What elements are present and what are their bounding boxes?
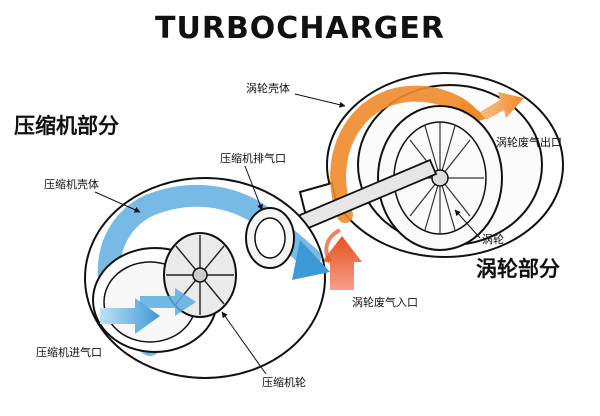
turbine-exhaust-flow bbox=[330, 85, 476, 223]
label-compressor-wheel: 压缩机轮 bbox=[262, 375, 306, 389]
turbine-wheel bbox=[377, 105, 503, 251]
compressor-swirl-arrowhead bbox=[292, 240, 330, 280]
diagram-title: TURBOCHARGER bbox=[155, 11, 445, 46]
label-compressor-inlet: 压缩机进气口 bbox=[36, 345, 102, 359]
label-compressor-housing: 压缩机壳体 bbox=[44, 177, 99, 191]
exhaust-inlet-arrow-2 bbox=[324, 228, 341, 263]
label-turbine-housing: 涡轮壳体 bbox=[246, 81, 290, 95]
turbine-section-heading: 涡轮部分 bbox=[476, 257, 560, 281]
label-turbine-wheel: 涡轮 bbox=[482, 232, 504, 246]
compressor-outlet bbox=[245, 207, 295, 269]
compressor-section-heading: 压缩机部分 bbox=[14, 114, 119, 138]
exhaust-outlet-arrow bbox=[480, 92, 524, 120]
exhaust-inlet-arrow bbox=[322, 236, 362, 290]
label-compressor-outlet: 压缩机排气口 bbox=[220, 151, 286, 165]
label-turbine-exhaust-inlet: 涡轮废气入口 bbox=[352, 295, 418, 309]
label-turbine-exhaust-outlet: 涡轮废气出口 bbox=[496, 135, 562, 149]
intake-air-arrow-2 bbox=[140, 288, 196, 316]
